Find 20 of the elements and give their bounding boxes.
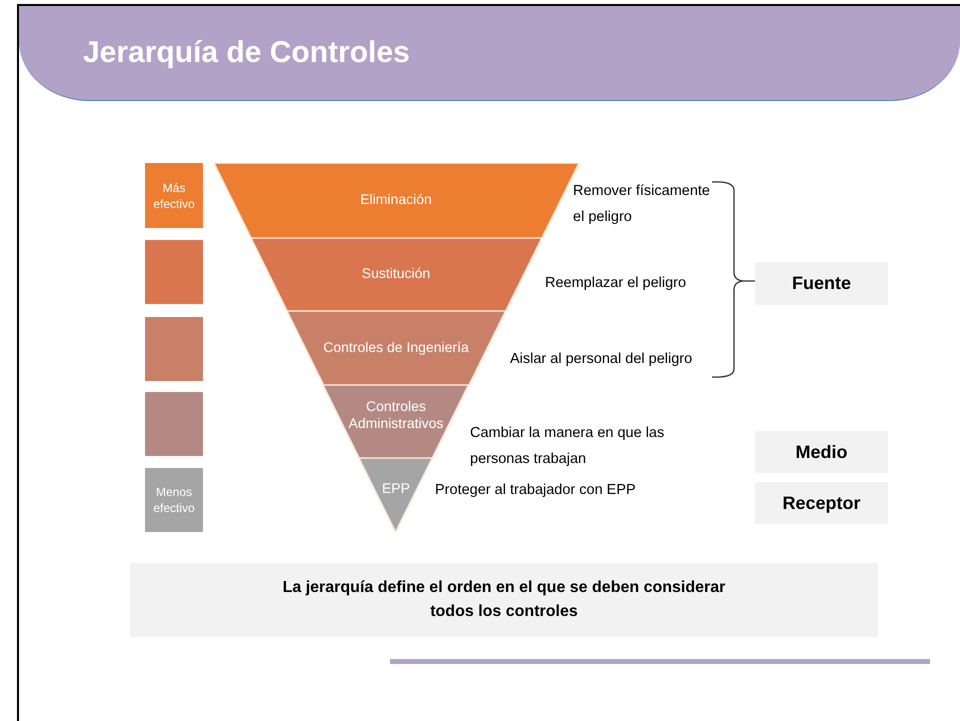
band-label: Sustitución (360, 265, 432, 282)
category-box: Fuente (755, 262, 888, 305)
band-label: Controles de Ingeniería (322, 339, 470, 356)
color-swatch-box (145, 317, 203, 381)
category-box: Medio (755, 431, 888, 473)
band-label: Eliminación (359, 191, 433, 208)
description-text: Remover físicamente el peligro (573, 182, 711, 227)
color-swatch-box (145, 392, 203, 456)
band-label: Controles Administrativos (348, 398, 444, 432)
description-text: Cambiar la manera en que las personas trabajan (470, 424, 666, 469)
description-text: Proteger al trabajador con EPP (435, 481, 636, 500)
effectiveness-box: Más efectivo (145, 163, 203, 228)
description-text: Reemplazar el peligro (545, 274, 686, 293)
color-swatch-box (145, 240, 203, 304)
category-box: Receptor (755, 482, 888, 524)
note-box: La jerarquía define el orden en el que se deben considerar todos los controles (130, 563, 878, 637)
description-text: Aislar al personal del peligro (510, 350, 692, 369)
slide-title: Jerarquía de Controles (83, 36, 410, 70)
effectiveness-box: Menos efectivo (145, 468, 203, 532)
band-label: EPP (380, 480, 411, 497)
